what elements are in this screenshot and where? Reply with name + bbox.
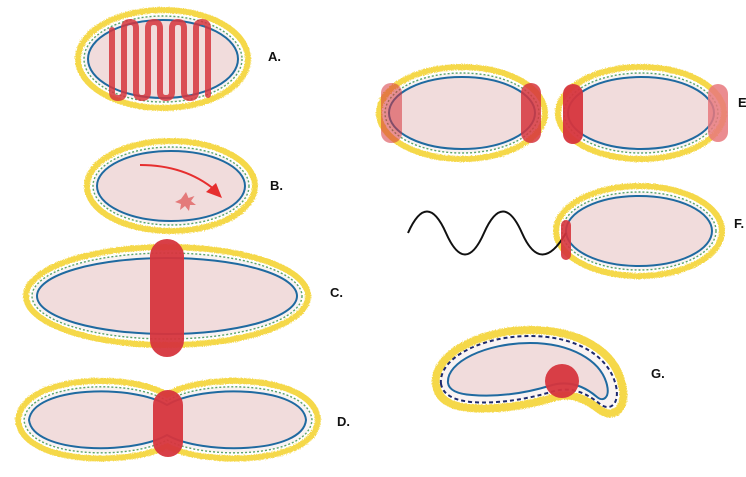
cell-e-left: [379, 67, 545, 159]
inner-membrane: [568, 77, 714, 149]
flagellar-motor-protein: [561, 220, 571, 260]
panel-label-c: C.: [330, 285, 343, 300]
panel-b: B.: [87, 141, 283, 231]
septal-protein-bar: [150, 239, 184, 357]
protein-cluster: [545, 364, 579, 398]
inner-membrane: [97, 151, 245, 221]
panel-a: A.: [78, 10, 281, 108]
panel-label-b: B.: [270, 178, 283, 193]
pole-protein-left-cell-right-pole: [521, 83, 541, 143]
pole-protein-right-cell-left-pole: [563, 84, 583, 144]
cell-b: [87, 141, 255, 231]
panel-e: E.: [379, 67, 746, 159]
pole-protein-right-cell-right-pole: [708, 84, 728, 142]
panel-g: G.: [436, 330, 665, 414]
panel-f: F.: [408, 186, 744, 276]
transmembrane-protein-meander: [112, 22, 208, 98]
panel-label-f: F.: [734, 216, 744, 231]
panel-label-d: D.: [337, 414, 350, 429]
cell-f: [556, 186, 722, 276]
division-ring-protein: [153, 390, 183, 457]
panel-label-a: A.: [268, 49, 281, 64]
panel-d: D.: [18, 381, 350, 459]
flagellum: [408, 212, 566, 255]
inner-membrane: [389, 77, 535, 149]
panel-c: C.: [26, 239, 343, 357]
inner-membrane: [566, 196, 712, 266]
panel-label-e: E.: [738, 95, 746, 110]
pole-protein-left-cell-left-pole: [381, 83, 402, 143]
panel-label-g: G.: [651, 366, 665, 381]
